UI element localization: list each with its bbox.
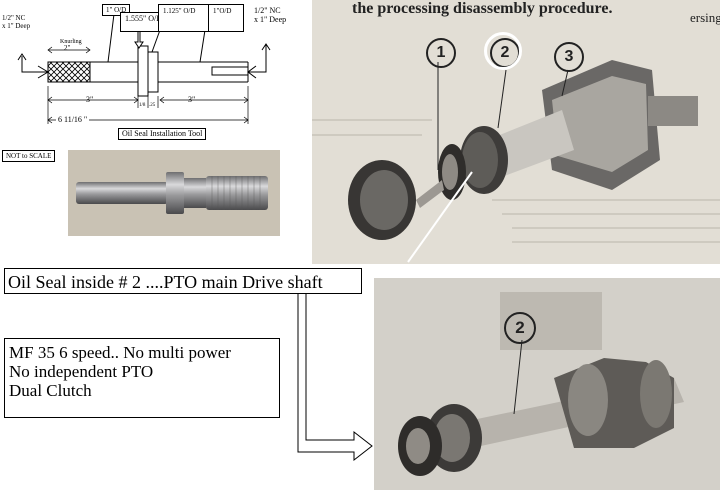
left-length-label: 3" — [86, 95, 94, 104]
od-box-4: 1"O/D — [208, 4, 244, 32]
thread-label-right-line1: 1/2" NC — [254, 6, 281, 15]
thread-label-left: 1/2" NC x 1" Deep — [2, 14, 30, 30]
manual-text-right: ersing — [690, 10, 720, 25]
manual-text-top: the processing disassembly procedure. — [352, 0, 613, 17]
thread-label-right-line2: x 1" Deep — [254, 15, 287, 24]
notes-box: MF 35 6 speed.. No multi power No indepe… — [4, 338, 280, 418]
od-box-3: 1.125" O/D — [158, 4, 212, 32]
thread-label-left-line2: x 1" Deep — [2, 22, 31, 30]
tool-drawing: 1/2" NC x 1" Deep Knurling 2" 1" O/D 1.5… — [0, 0, 300, 140]
small-dim-1: 1/8 — [139, 103, 146, 108]
tool-photo-drawing — [68, 150, 280, 236]
highlight-circle — [484, 32, 522, 70]
small-dim-2: .25 — [149, 103, 156, 108]
tool-drawing-lines — [17, 13, 271, 124]
right-length-label: 3" — [188, 95, 196, 104]
note-line-1: MF 35 6 speed.. No multi power — [9, 343, 231, 362]
total-length-label: 6 11/16 " — [56, 115, 90, 124]
drawing-title: Oil Seal Installation Tool — [118, 128, 207, 140]
note-line-2: No independent PTO — [9, 362, 154, 381]
thread-label-left-line1: 1/2" NC — [2, 14, 26, 22]
not-to-scale-label: NOT to SCALE — [2, 150, 56, 162]
oil-seal-caption: Oil Seal inside # 2 ....PTO main Drive s… — [4, 268, 362, 294]
lower-callout-2: 2 — [504, 312, 536, 344]
knurl-length-label: 2" — [64, 44, 71, 52]
manual-photo-top: the processing disassembly procedure. er… — [312, 0, 720, 264]
manual-photo-bottom: 2 — [374, 278, 720, 490]
callout-1: 1 — [426, 38, 456, 68]
thread-label-right: 1/2" NC x 1" Deep — [254, 6, 286, 24]
od-box-2: 1.555" O/D — [120, 12, 162, 32]
callout-3: 3 — [554, 42, 584, 72]
note-line-3: Dual Clutch — [9, 381, 92, 400]
knurling-label: Knurling — [60, 39, 82, 45]
tool-photo — [68, 150, 280, 236]
